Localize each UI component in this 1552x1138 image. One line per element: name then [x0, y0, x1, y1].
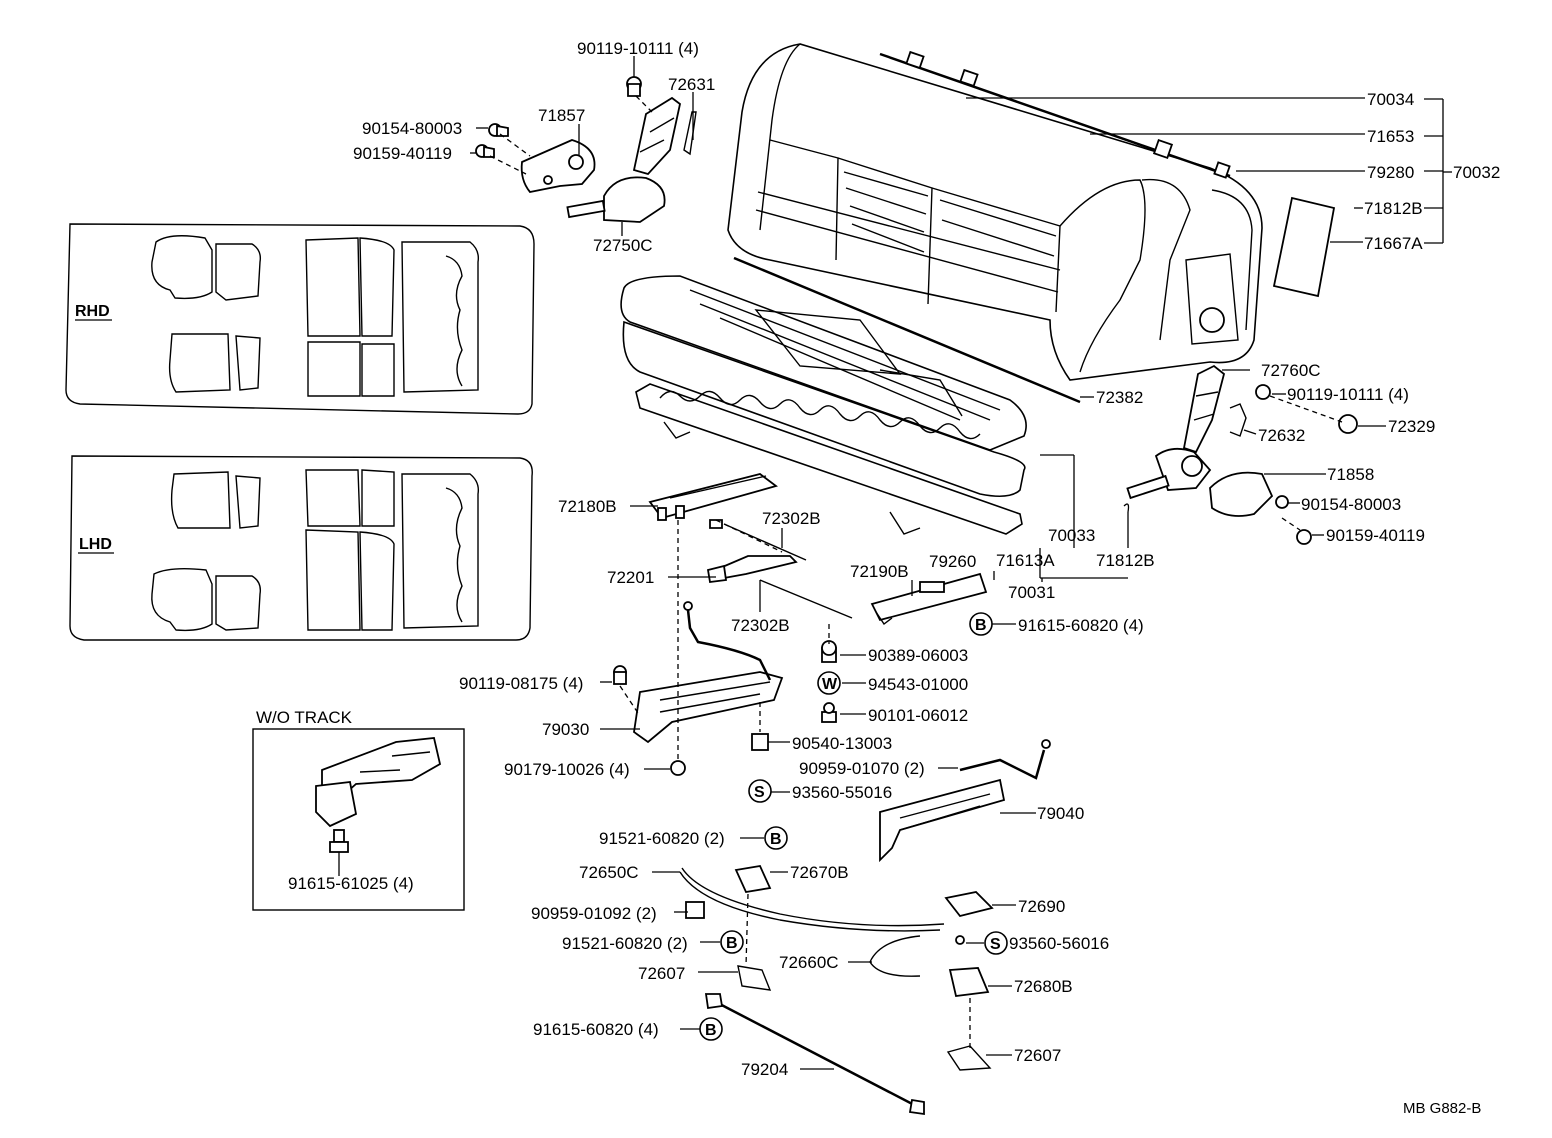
markers: B W S B B S B: [699, 612, 1008, 1041]
marker-w: W: [822, 676, 838, 693]
label-70031: 70031: [1008, 583, 1055, 602]
label-90119-08175: 90119-08175 (4): [459, 674, 583, 693]
marker-b-4: B: [705, 1022, 717, 1039]
label-72302b-top: 72302B: [762, 509, 821, 528]
label-91521-60820-a: 91521-60820 (2): [599, 829, 725, 848]
label-72190b: 72190B: [850, 562, 909, 581]
marker-b-3: B: [726, 935, 738, 952]
label-72660c: 72660C: [779, 953, 839, 972]
label-90179-10026: 90179-10026 (4): [504, 760, 630, 779]
label-91615-60820-right: 91615-60820 (4): [1018, 616, 1144, 635]
label-71857: 71857: [538, 106, 585, 125]
seat-back: [727, 43, 1263, 381]
lhd-label: LHD: [79, 536, 112, 553]
label-90540-13003: 90540-13003: [792, 734, 892, 753]
label-90159-40119-left: 90159-40119: [353, 144, 452, 163]
label-72180b: 72180B: [558, 497, 617, 516]
label-70032: 70032: [1453, 163, 1500, 182]
rhd-label: RHD: [75, 303, 110, 320]
label-91615-61025: 91615-61025 (4): [288, 874, 414, 893]
hinge-right: [1126, 364, 1358, 545]
wo-track-title: W/O TRACK: [256, 708, 353, 727]
track-assembly: [613, 473, 1051, 863]
label-93560-56016: 93560-56016: [1009, 934, 1109, 953]
label-90959-01092: 90959-01092 (2): [531, 904, 657, 923]
label-90119-10111-right: 90119-10111 (4): [1287, 385, 1409, 404]
label-90154-80003-right: 90154-80003: [1301, 495, 1401, 514]
label-79040: 79040: [1037, 804, 1084, 823]
label-72329: 72329: [1388, 417, 1435, 436]
label-94543-01000: 94543-01000: [868, 675, 968, 694]
label-72690: 72690: [1018, 897, 1065, 916]
label-90389-06003: 90389-06003: [868, 646, 968, 665]
label-71812b-right: 71812B: [1364, 199, 1423, 218]
marker-b-1: B: [975, 617, 987, 634]
drawing-code: MB G882-B: [1403, 1100, 1481, 1117]
label-70033: 70033: [1048, 526, 1095, 545]
label-91521-60820-b: 91521-60820 (2): [562, 934, 688, 953]
label-79030: 79030: [542, 720, 589, 739]
label-72382: 72382: [1096, 388, 1143, 407]
label-72302b-bottom: 72302B: [731, 616, 790, 635]
label-71812b-bottom: 71812B: [1096, 551, 1155, 570]
label-72760c: 72760C: [1261, 361, 1321, 380]
leader-lines: [470, 56, 1452, 1070]
release-parts: [679, 864, 994, 1116]
rhd-layout-panel: RHD: [65, 223, 535, 415]
label-90159-40119-right: 90159-40119: [1326, 526, 1425, 545]
label-91615-60820-bottom: 91615-60820 (4): [533, 1020, 659, 1039]
label-72670b: 72670B: [790, 863, 849, 882]
label-72750c: 72750C: [593, 236, 653, 255]
wo-track-box: W/O TRACK 91615-61025 (4): [252, 708, 465, 911]
label-79260: 79260: [929, 552, 976, 571]
part-labels: 90119-10111 (4) 72631 90154-80003 71857 …: [353, 39, 1500, 1117]
label-72650c: 72650C: [579, 863, 639, 882]
rod-72382: [733, 256, 1081, 404]
marker-s-1: S: [754, 784, 765, 801]
label-90959-01070: 90959-01070 (2): [799, 759, 925, 778]
marker-s-2: S: [990, 936, 1001, 953]
hinge-left: [475, 76, 697, 223]
label-71613a: 71613A: [996, 551, 1055, 570]
carpet-pad: [1272, 196, 1336, 298]
label-79280: 79280: [1367, 163, 1414, 182]
label-72607-left: 72607: [638, 964, 685, 983]
lhd-layout-panel: LHD: [69, 455, 533, 641]
seat-cushion: [620, 275, 1027, 535]
label-70034: 70034: [1367, 90, 1414, 109]
label-72632: 72632: [1258, 426, 1305, 445]
label-93560-55016: 93560-55016: [792, 783, 892, 802]
label-71653: 71653: [1367, 127, 1414, 146]
marker-b-2: B: [770, 831, 782, 848]
label-71858: 71858: [1327, 465, 1374, 484]
label-72201: 72201: [607, 568, 654, 587]
label-90119-10111-top: 90119-10111 (4): [577, 39, 699, 58]
label-72607-right: 72607: [1014, 1046, 1061, 1065]
label-71667a: 71667A: [1364, 234, 1423, 253]
label-72631: 72631: [668, 75, 715, 94]
label-90154-80003-left: 90154-80003: [362, 119, 462, 138]
label-90101-06012: 90101-06012: [868, 706, 968, 725]
label-79204: 79204: [741, 1060, 788, 1079]
label-72680b: 72680B: [1014, 977, 1073, 996]
